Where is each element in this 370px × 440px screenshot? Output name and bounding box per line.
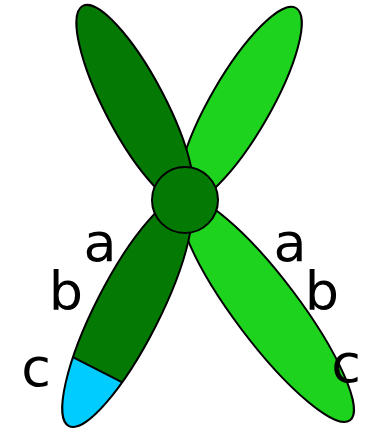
centromere bbox=[152, 167, 218, 233]
gene-label: a bbox=[273, 216, 306, 270]
gene-label: b bbox=[305, 265, 339, 319]
gene-label: a bbox=[83, 216, 116, 270]
gene-label: c bbox=[21, 341, 51, 395]
tip-boundary bbox=[0, 320, 200, 422]
gene-label: c bbox=[331, 337, 361, 391]
gene-label: b bbox=[49, 265, 83, 319]
